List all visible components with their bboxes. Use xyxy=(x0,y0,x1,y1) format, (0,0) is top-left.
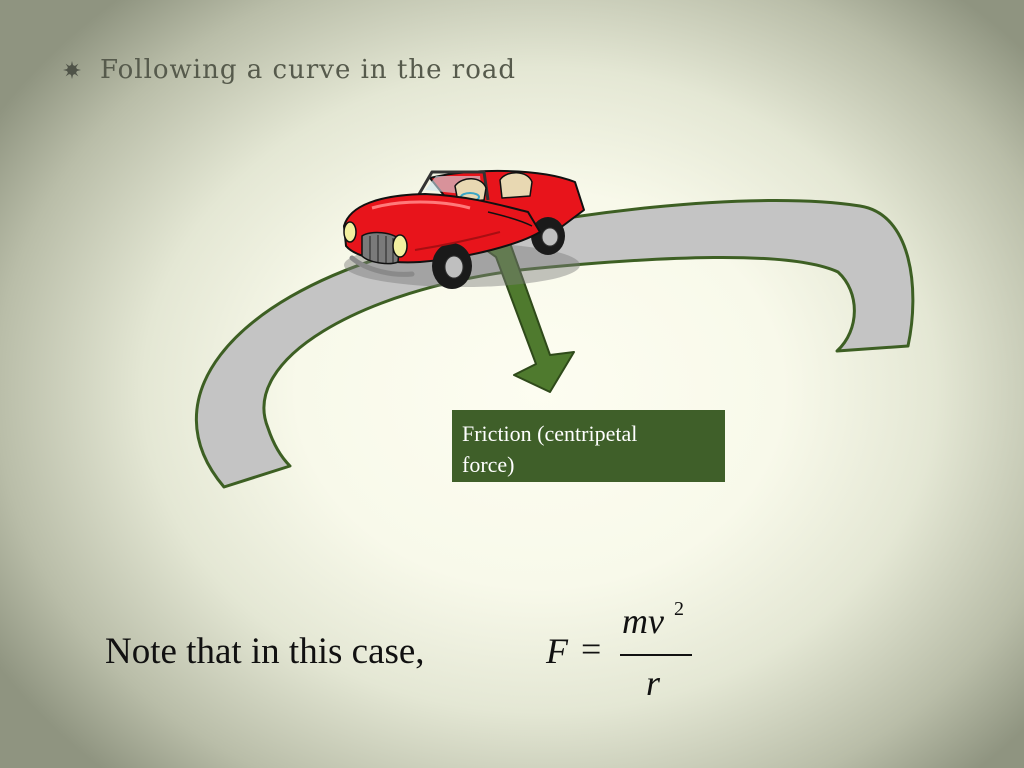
fraction-bar xyxy=(620,654,692,656)
friction-arrow xyxy=(485,242,575,393)
formula-lhs: F xyxy=(546,631,568,671)
formula-exponent: 2 xyxy=(674,598,684,620)
bullet-item: Following a curve in the road xyxy=(62,52,516,88)
friction-label-line1: Friction (centripetal xyxy=(462,421,638,446)
centripetal-force-formula: F = mv 2 r xyxy=(540,598,710,708)
friction-label-line2: force) xyxy=(462,452,515,477)
bullet-text: Following a curve in the road xyxy=(100,55,517,85)
friction-label-box: Friction (centripetal force) xyxy=(452,410,725,482)
formula-equals: = xyxy=(581,629,602,669)
note-text: Note that in this case, xyxy=(105,631,425,672)
formula-denominator: r xyxy=(646,663,661,703)
red-convertible-car xyxy=(343,169,585,289)
formula-numerator: mv xyxy=(622,601,664,641)
starburst-bullet-icon xyxy=(63,61,81,79)
